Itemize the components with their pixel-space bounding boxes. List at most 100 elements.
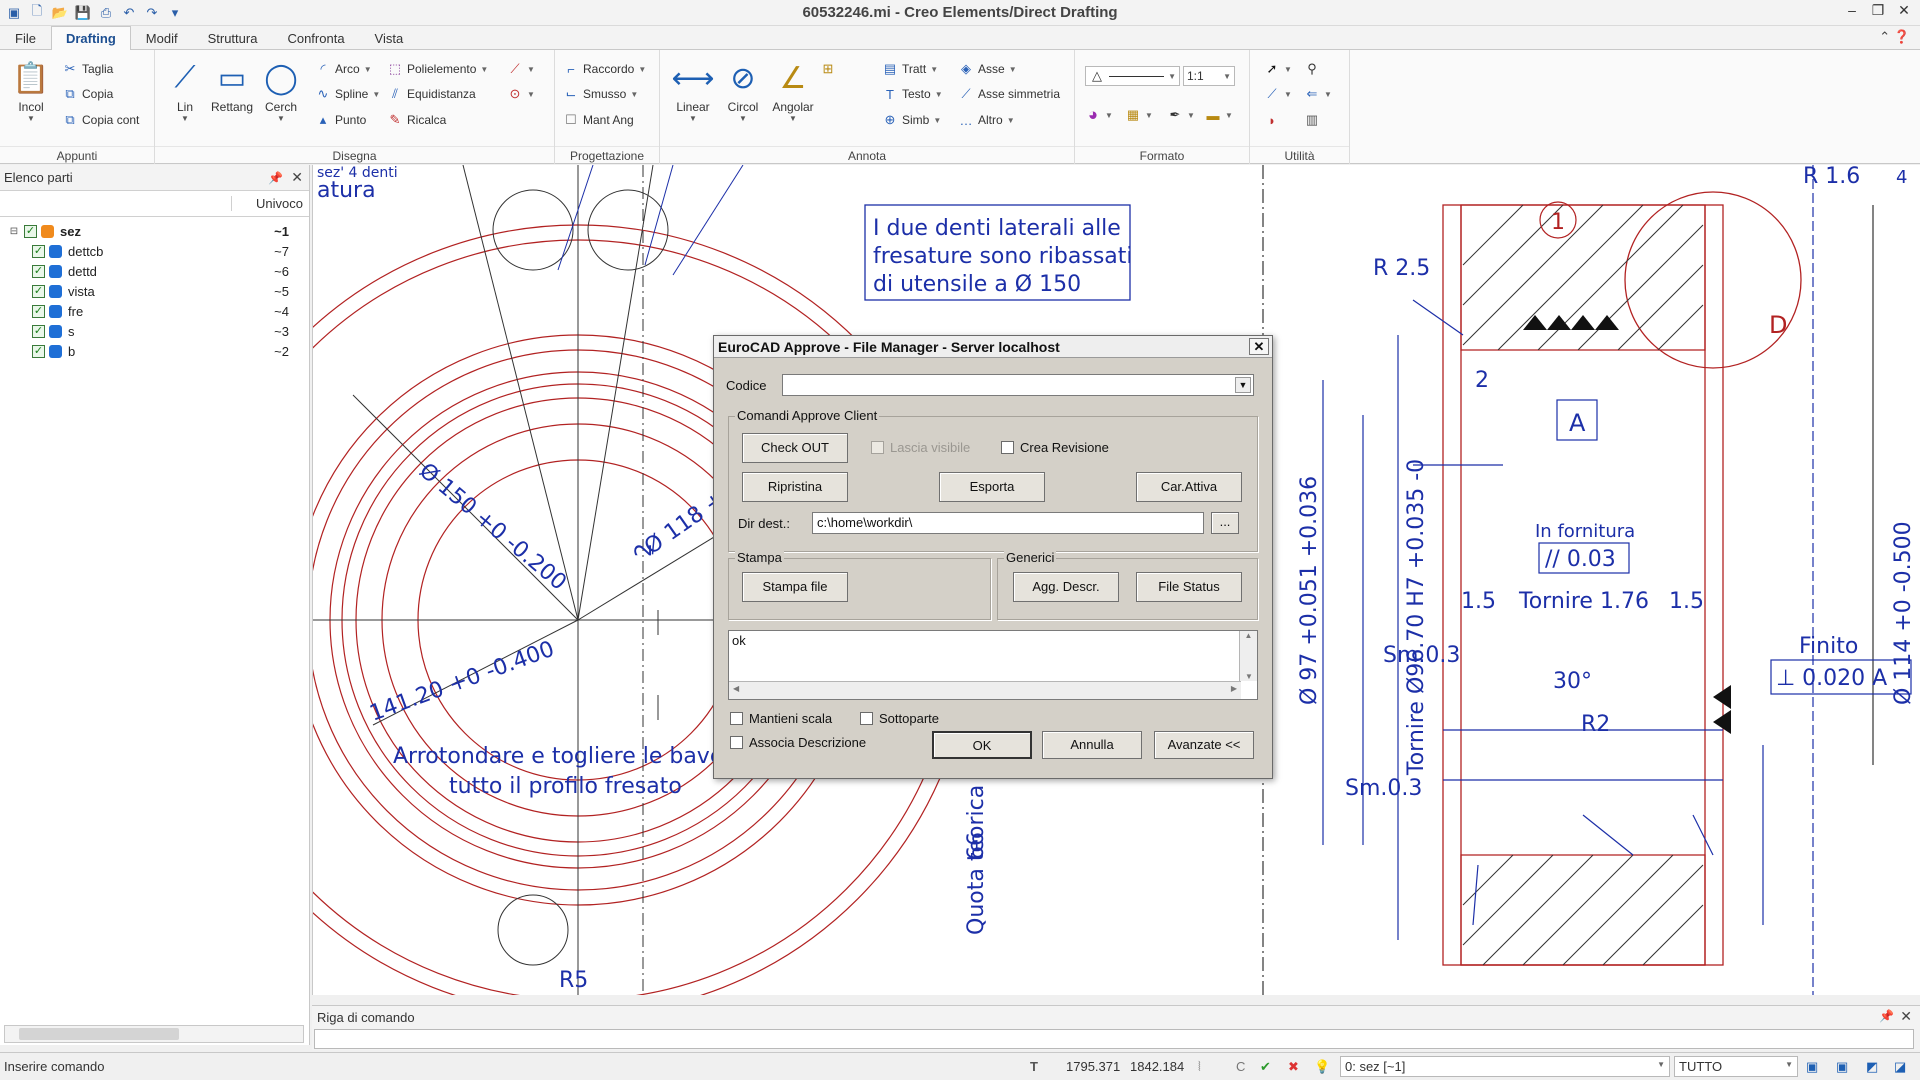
- tab-confronta[interactable]: Confronta: [287, 31, 345, 46]
- tree-row[interactable]: ✓fre~4: [0, 301, 309, 321]
- color-dropdown[interactable]: ◕▼: [1085, 104, 1113, 126]
- view-icon[interactable]: ▣: [1806, 1059, 1819, 1074]
- axis-button[interactable]: ◈Asse▼: [958, 58, 1017, 80]
- tab-struttura[interactable]: Struttura: [207, 31, 258, 46]
- pin-icon[interactable]: 📌: [1879, 1009, 1894, 1023]
- close-command-panel-button[interactable]: ✕: [1900, 1008, 1912, 1024]
- error-status-icon[interactable]: ✖: [1288, 1059, 1299, 1074]
- close-panel-button[interactable]: ✕: [291, 169, 303, 185]
- delete-tool-button[interactable]: ◗: [1264, 109, 1280, 131]
- tree-row[interactable]: ✓vista~5: [0, 281, 309, 301]
- layer-dropdown[interactable]: ▦▼: [1125, 104, 1153, 126]
- text-tool-icon[interactable]: T: [1030, 1059, 1038, 1074]
- point-button[interactable]: ▴Punto: [315, 109, 367, 131]
- print-preview-icon[interactable]: ⎙: [100, 5, 112, 20]
- agg-descr-button[interactable]: Agg. Descr.: [1013, 572, 1119, 602]
- tree-row[interactable]: ✓b~2: [0, 341, 309, 361]
- minimize-button[interactable]: –: [1848, 2, 1856, 18]
- chamfer-button[interactable]: ⌙Smusso▼: [563, 83, 639, 105]
- command-input[interactable]: [314, 1029, 1914, 1049]
- tree-row[interactable]: ✓dettd~6: [0, 261, 309, 281]
- visibility-checkbox[interactable]: ✓: [32, 264, 45, 278]
- customize-qa-icon[interactable]: ▾: [171, 5, 179, 20]
- line-button[interactable]: ⟋Lin▼: [162, 56, 208, 123]
- open-folder-icon[interactable]: 📂: [51, 5, 69, 20]
- app-icon[interactable]: ▣: [7, 5, 21, 20]
- ok-button[interactable]: OK: [932, 731, 1032, 759]
- column-header[interactable]: Univoco: [0, 191, 309, 217]
- fit-view-icon[interactable]: ▣: [1836, 1059, 1849, 1074]
- paste-button[interactable]: 📋 Incol ▼: [8, 56, 54, 124]
- circle-button[interactable]: ◯Cerch▼: [258, 56, 304, 124]
- linear-dimension-button[interactable]: ⟷Linear▼: [670, 56, 716, 124]
- info-dropdown[interactable]: ⇐▼: [1304, 83, 1332, 105]
- associa-descrizione-checkbox[interactable]: Associa Descrizione: [730, 735, 866, 750]
- scroll-right-icon[interactable]: ▶: [1230, 684, 1237, 693]
- dialog-close-button[interactable]: ✕: [1249, 338, 1269, 355]
- offset-button[interactable]: ⫽Equidistanza: [387, 83, 476, 105]
- column-unique-header[interactable]: Univoco: [231, 196, 303, 211]
- visibility-checkbox[interactable]: ✓: [32, 244, 45, 258]
- horizontal-scrollbar[interactable]: [4, 1025, 304, 1043]
- ok-status-icon[interactable]: ✔: [1260, 1059, 1271, 1074]
- copy-content-button[interactable]: ⧉Copia cont: [62, 109, 139, 131]
- copy-button[interactable]: ⧉Copia: [62, 83, 113, 105]
- polyline-button[interactable]: ⬚Polielemento▼: [387, 58, 488, 80]
- trace-button[interactable]: ✎Ricalca: [387, 109, 447, 131]
- scroll-left-icon[interactable]: ◀: [733, 684, 740, 693]
- symmetry-axis-button[interactable]: ⟋Asse simmetria: [958, 83, 1060, 105]
- spline-button[interactable]: ∿Spline▼: [315, 83, 381, 105]
- scroll-up-icon[interactable]: ▲: [1244, 631, 1253, 640]
- browse-button[interactable]: ...: [1211, 512, 1239, 534]
- tree-row[interactable]: ✓dettcb~7: [0, 241, 309, 261]
- visibility-checkbox[interactable]: ✓: [32, 304, 45, 318]
- calculator-button[interactable]: ▥: [1304, 109, 1320, 131]
- pen-dropdown[interactable]: ✒▼: [1167, 104, 1195, 126]
- tree-row[interactable]: ✓s~3: [0, 321, 309, 341]
- log-vertical-scrollbar[interactable]: ▲ ▼: [1239, 631, 1257, 681]
- redo-icon[interactable]: ↷: [146, 5, 158, 20]
- filter-dropdown[interactable]: TUTTO▼: [1674, 1056, 1798, 1077]
- restore-button[interactable]: ❐: [1871, 2, 1885, 18]
- more-button[interactable]: …Altro▼: [958, 109, 1015, 131]
- pin-tool-button[interactable]: ⚲: [1304, 58, 1320, 80]
- scale-dropdown[interactable]: 1:1▼: [1183, 66, 1235, 86]
- ribbon-help-icons[interactable]: ⌃ ❓: [1879, 29, 1910, 44]
- lightbulb-icon[interactable]: 💡: [1314, 1059, 1331, 1074]
- measure-dropdown[interactable]: ⟋▼: [1264, 83, 1291, 105]
- ripristina-button[interactable]: Ripristina: [742, 472, 848, 502]
- units-dropdown[interactable]: ▬▼: [1205, 104, 1233, 126]
- angular-dimension-button[interactable]: ∠Angolar▼: [770, 56, 816, 124]
- rectangle-button[interactable]: ▭Rettang: [209, 56, 255, 115]
- annulla-button[interactable]: Annulla: [1042, 731, 1142, 759]
- stampa-file-button[interactable]: Stampa file: [742, 572, 848, 602]
- log-textarea[interactable]: ok ▲ ▼ ◀ ▶: [728, 630, 1258, 700]
- visibility-checkbox[interactable]: ✓: [24, 224, 37, 238]
- chevron-down-icon[interactable]: ▼: [1235, 377, 1251, 393]
- fillet-button[interactable]: ⌐Raccordo▼: [563, 58, 646, 80]
- sottoparte-checkbox[interactable]: Sottoparte: [860, 711, 939, 726]
- dimension-gallery[interactable]: ⊞: [820, 58, 836, 80]
- log-horizontal-scrollbar[interactable]: ◀ ▶: [729, 681, 1241, 699]
- catch-icon[interactable]: C: [1236, 1059, 1246, 1074]
- tab-drafting[interactable]: Drafting: [50, 26, 131, 50]
- tab-modif[interactable]: Modif: [145, 31, 178, 46]
- redraw-icon[interactable]: ◪: [1894, 1059, 1907, 1074]
- collapse-icon[interactable]: ⊟: [9, 225, 19, 237]
- check-out-button[interactable]: Check OUT: [742, 433, 848, 463]
- tab-file[interactable]: File: [15, 31, 36, 46]
- file-status-button[interactable]: File Status: [1136, 572, 1242, 602]
- codice-combobox[interactable]: ▼: [782, 374, 1254, 396]
- undo-icon[interactable]: ↶: [123, 5, 135, 20]
- symbol-button[interactable]: ⊕Simb▼: [882, 109, 942, 131]
- select-dropdown[interactable]: ➚▼: [1264, 58, 1292, 80]
- circular-dimension-button[interactable]: ⊘Circol▼: [720, 56, 766, 124]
- crea-revisione-checkbox[interactable]: Crea Revisione: [1001, 440, 1109, 455]
- line-style-dropdown[interactable]: ⟋▼: [507, 58, 534, 80]
- esporta-button[interactable]: Esporta: [939, 472, 1045, 502]
- visibility-checkbox[interactable]: ✓: [32, 284, 45, 298]
- new-file-icon[interactable]: 🗋: [31, 3, 43, 18]
- close-window-button[interactable]: ✕: [1898, 2, 1910, 18]
- hatch-button[interactable]: ▤Tratt▼: [882, 58, 938, 80]
